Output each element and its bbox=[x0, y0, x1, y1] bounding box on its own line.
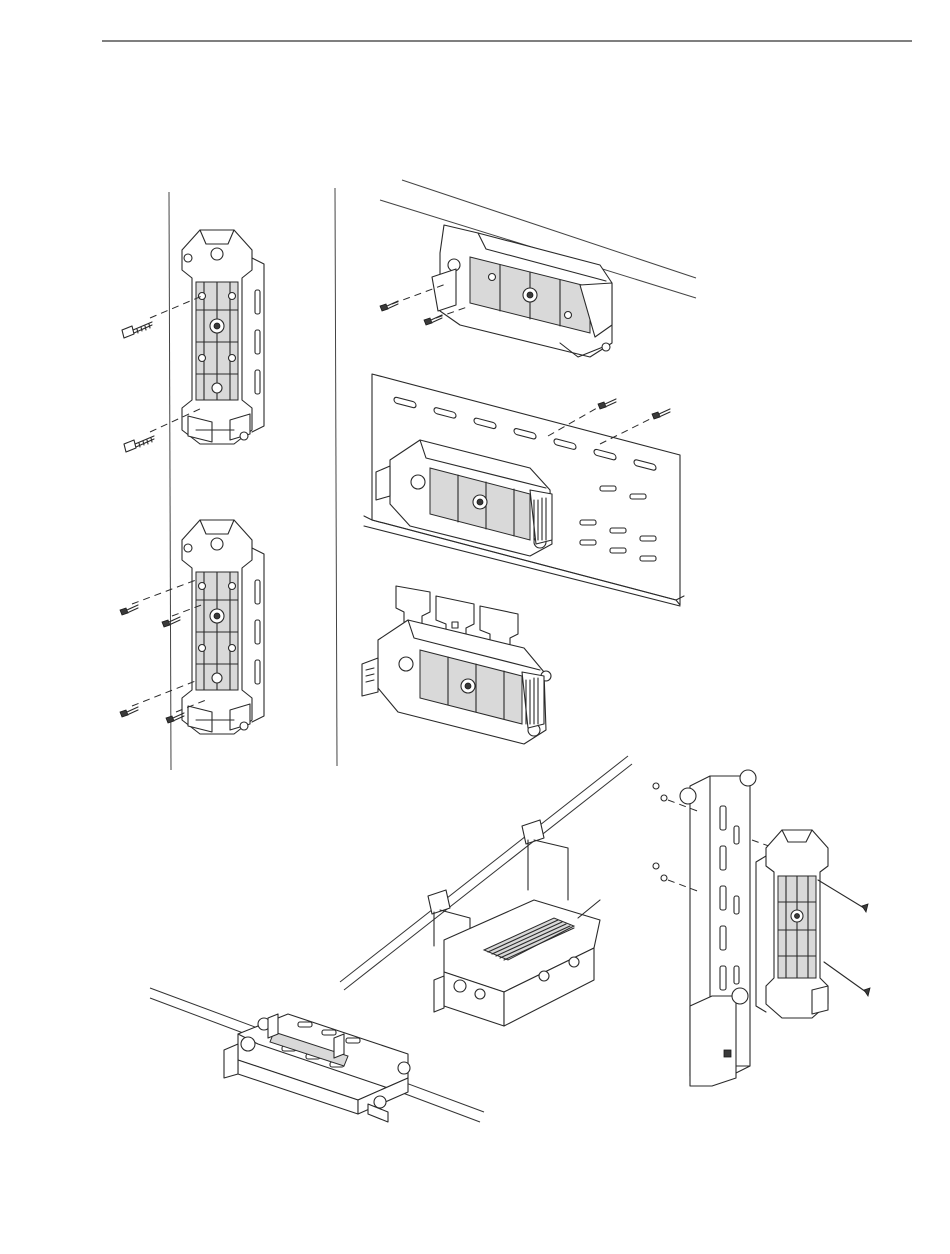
figure-panel-bracket-mount bbox=[364, 374, 684, 606]
closure-pole-mount-icon bbox=[756, 830, 828, 1018]
divider-line bbox=[335, 188, 337, 766]
closure-aerial-icon bbox=[434, 900, 600, 1026]
bolt-icon bbox=[120, 707, 138, 717]
wood-screw-icon bbox=[124, 436, 154, 452]
figure-bracket-hanger-mount bbox=[362, 586, 551, 744]
figure-pole-mount bbox=[653, 770, 870, 1086]
figure-wall-mount-bolts bbox=[120, 520, 264, 734]
closure-horizontal-mount-icon bbox=[432, 225, 612, 357]
bolt-icon bbox=[120, 605, 138, 615]
wall-line-left bbox=[169, 192, 171, 770]
bolt-icon bbox=[652, 409, 670, 419]
wood-screw-icon bbox=[122, 322, 152, 338]
long-bolt-icon bbox=[818, 880, 870, 996]
figure-wall-mount-screws bbox=[122, 230, 264, 452]
closure-strand-icon bbox=[224, 1014, 410, 1122]
closure-wall-mount-icon bbox=[182, 520, 264, 734]
bolt-icon bbox=[424, 315, 442, 325]
bolt-icon bbox=[380, 301, 398, 311]
bolt-icon bbox=[166, 713, 184, 723]
figure-underside-wall-mount bbox=[380, 180, 696, 357]
nut-icon bbox=[653, 783, 667, 881]
figure-aerial-strand-hanging bbox=[340, 756, 632, 1026]
closure-bracket-icon bbox=[362, 620, 551, 744]
bolt-icon bbox=[598, 399, 616, 409]
